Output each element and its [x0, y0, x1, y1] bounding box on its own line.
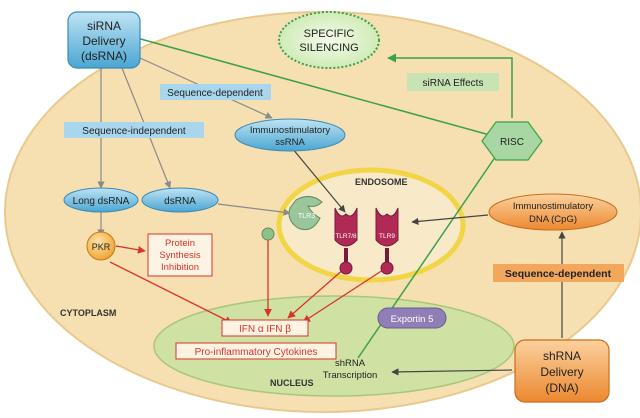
sequence-independent-label: Sequence-independent [82, 126, 186, 137]
sirna-effects-tag: siRNA Effects [407, 73, 499, 91]
cytokines-box: Pro-inflammatory Cytokines [175, 342, 337, 360]
shrna-transcription-line2: Transcription [323, 370, 378, 381]
arrow-ssrna-to-tlr78 [291, 147, 346, 213]
arrow-pkr-to-protein-inhibition [115, 245, 146, 254]
arrow-dna-to-tlr9 [411, 214, 489, 225]
arrow-sirna-to-risc [136, 37, 509, 143]
shrna-delivery-line3: (DNA) [545, 381, 578, 395]
specific-silencing-line2: SILENCING [299, 42, 358, 54]
sequence-dependent-top-label: Sequence-dependent [167, 88, 263, 99]
tlr78-adapter [339, 261, 353, 275]
immunostimulatory-dna-line1: Immunostimulatory [513, 201, 593, 212]
arrow-dsrna-to-tlr3 [217, 203, 291, 216]
shrna-transcription-line1: shRNA [335, 358, 366, 369]
ifn-box: IFN α IFN β [221, 319, 309, 337]
pkr-label: PKR [92, 242, 111, 252]
shrna-delivery-box: shRNA Delivery (DNA) [514, 339, 610, 403]
arrow-pkr-to-ifn [109, 261, 233, 324]
tlr3-receptor: TLR3 [261, 196, 323, 241]
immunostimulatory-ssrna-node: Immunostimulatory ssRNA [234, 118, 346, 152]
ifn-label: IFN α IFN β [239, 324, 291, 335]
shrna-delivery-line2: Delivery [540, 365, 583, 379]
shrna-transcription-label-group: shRNA Transcription [323, 358, 378, 381]
sirna-delivery-line2: Delivery [82, 34, 125, 48]
long-dsrna-label: Long dsRNA [73, 196, 130, 207]
specific-silencing-node: SPECIFIC SILENCING [278, 11, 380, 69]
sirna-delivery-line1: siRNA [87, 19, 121, 33]
exportin5-label: Exportin 5 [391, 314, 434, 325]
pkr-node: PKR [86, 231, 116, 261]
cytokines-label: Pro-inflammatory Cytokines [195, 347, 318, 358]
protein-synthesis-line2: Synthesis [159, 250, 200, 261]
nucleus-label: NUCLEUS [270, 378, 314, 388]
long-dsrna-node: Long dsRNA [63, 187, 139, 213]
dsrna-node: dsRNA [141, 187, 219, 213]
tlr9-receptor: TLR9 [375, 207, 399, 275]
sequence-dependent-right-tag: Sequence-dependent [493, 264, 624, 282]
sirna-delivery-line3: (dsRNA) [81, 49, 127, 63]
arrow-tlr78-to-ifn [287, 267, 346, 319]
risc-node: RISC [481, 121, 543, 161]
specific-silencing-line1: SPECIFIC [304, 28, 355, 40]
arrow-risc-to-silencing [387, 53, 513, 118]
sequence-dependent-top-tag: Sequence-dependent [160, 84, 271, 100]
protein-synthesis-line3: Inhibition [161, 262, 199, 273]
tlr3-label: TLR3 [298, 213, 315, 220]
immunostimulatory-dna-line2: DNA (CpG) [529, 214, 577, 225]
sirna-delivery-box: siRNA Delivery (dsRNA) [67, 11, 141, 69]
tlr3-adapter [261, 227, 275, 241]
tlr78-receptor: TLR7/8 [334, 207, 358, 275]
tlr78-label: TLR7/8 [335, 233, 357, 240]
arrow-shrna-to-transcription [391, 368, 513, 376]
immunostimulatory-ssrna-line2: ssRNA [275, 137, 305, 148]
protein-synthesis-line1: Protein [165, 238, 195, 249]
endosome-label: ENDOSOME [355, 177, 408, 187]
sirna-effects-label: siRNA Effects [423, 78, 484, 89]
sequence-independent-tag: Sequence-independent [64, 122, 204, 138]
immunostimulatory-ssrna-line1: Immunostimulatory [250, 125, 330, 136]
arrow-tlr9-to-ifn [302, 267, 387, 323]
endosome [276, 167, 466, 283]
protein-synthesis-inhibition-box: Protein Synthesis Inhibition [147, 233, 213, 277]
cytoplasm-label: CYTOPLASM [60, 308, 116, 318]
tlr9-label: TLR9 [379, 233, 395, 240]
exportin5-node: Exportin 5 [377, 307, 447, 329]
shrna-delivery-line1: shRNA [543, 349, 581, 363]
tlr9-adapter [380, 261, 394, 275]
immunostimulatory-dna-node: Immunostimulatory DNA (CpG) [488, 193, 618, 231]
sequence-dependent-right-label: Sequence-dependent [505, 268, 612, 280]
risc-label: RISC [500, 137, 524, 148]
dsrna-label: dsRNA [164, 196, 196, 207]
